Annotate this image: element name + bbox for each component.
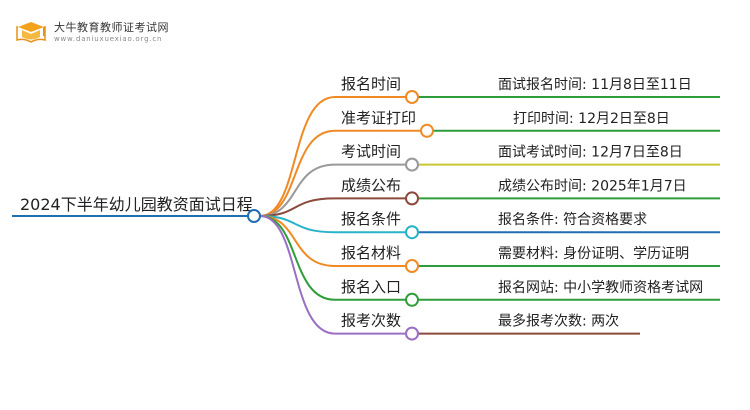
- branch-connector: [259, 215, 336, 335]
- branch-node[interactable]: [405, 259, 419, 273]
- branch-node[interactable]: [420, 123, 434, 138]
- branch-connector: [259, 129, 336, 217]
- logo-url: www.daniuxuexiao.org.cn: [54, 35, 163, 43]
- root-node[interactable]: [247, 209, 261, 223]
- branch-connector: [259, 215, 336, 267]
- branch-label[interactable]: 考试时间: [341, 143, 401, 161]
- detail-text: 需要材料: 身份证明、学历证明: [498, 246, 689, 262]
- root-topic[interactable]: 2024下半年幼儿园教资面试日程: [20, 195, 253, 214]
- branch-label[interactable]: 报名时间: [341, 75, 401, 93]
- branch-label[interactable]: 报名入口: [341, 278, 401, 296]
- site-logo[interactable]: 大牛教育教师证考试网 www.daniuxuexiao.org.cn: [14, 16, 204, 48]
- branch-node[interactable]: [405, 90, 419, 104]
- detail-text: 打印时间: 12月2日至8日: [513, 110, 670, 127]
- detail-text: 报名条件: 符合资格要求: [498, 211, 647, 228]
- branch-node[interactable]: [405, 326, 419, 341]
- branch-connector: [259, 96, 336, 217]
- mindmap-edges: [259, 96, 336, 335]
- detail-text: 面试报名时间: 11月8日至11日: [498, 77, 692, 93]
- branch-label[interactable]: 报名条件: [341, 210, 401, 228]
- branch-node[interactable]: [405, 292, 419, 307]
- branch-label[interactable]: 报名材料: [341, 244, 401, 262]
- detail-text: 报名网站: 中小学教师资格考试网: [498, 280, 703, 296]
- logo-title: 大牛教育教师证考试网: [54, 21, 169, 34]
- branch-label[interactable]: 成绩公布: [341, 176, 401, 194]
- branch-node[interactable]: [405, 225, 419, 240]
- detail-text: 最多报考次数: 两次: [498, 313, 619, 330]
- detail-text: 面试考试时间: 12月7日至8日: [498, 145, 683, 161]
- detail-text: 成绩公布时间: 2025年1月7日: [498, 178, 687, 194]
- branch-node[interactable]: [405, 157, 419, 172]
- branch-node[interactable]: [405, 191, 419, 206]
- branch-connector: [259, 215, 336, 301]
- branch-connector: [259, 197, 336, 217]
- branch-connector: [259, 163, 336, 217]
- branch-label[interactable]: 报考次数: [341, 312, 401, 330]
- book-logo-icon: [16, 22, 46, 43]
- branch-label[interactable]: 准考证打印: [341, 109, 416, 127]
